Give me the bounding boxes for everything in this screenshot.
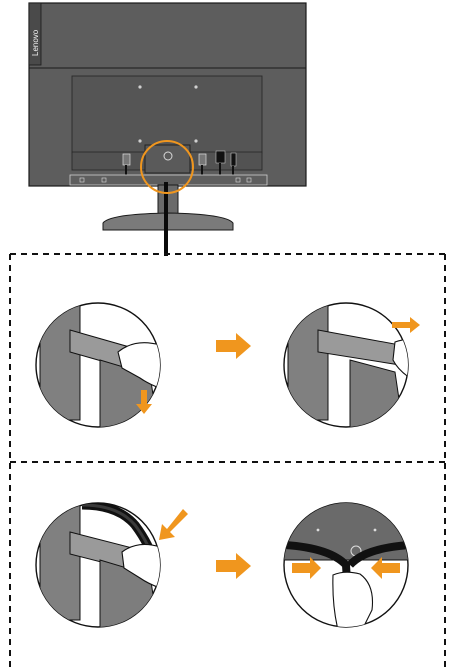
bundled-cables	[284, 541, 354, 627]
trim-mark	[79, 177, 85, 183]
step-2-detail-b	[283, 502, 409, 628]
vesa-screw	[138, 85, 142, 89]
monitor-back-view: Lenovo	[28, 2, 307, 256]
orange-arrow-down-icon	[136, 390, 152, 414]
port	[198, 153, 207, 166]
highlight-circle	[140, 140, 194, 194]
vesa-screw	[316, 528, 320, 532]
bottom-trim	[69, 174, 268, 186]
stand-plate	[144, 144, 191, 174]
bundled-cables	[347, 541, 408, 568]
step-1-detail-a	[35, 302, 161, 428]
orange-arrow-right-icon	[216, 553, 251, 579]
brand-strip	[28, 2, 42, 66]
orange-arrow-right-icon	[392, 317, 420, 333]
hand	[121, 543, 160, 591]
trim-mark	[101, 177, 107, 183]
trim-mark	[235, 177, 241, 183]
hand	[332, 571, 374, 627]
port	[215, 150, 226, 164]
port	[230, 152, 237, 167]
orange-arrow-left-icon	[371, 557, 400, 579]
vesa-screw	[138, 139, 142, 143]
vesa-screw	[194, 85, 198, 89]
brand-logo-text: Lenovo	[31, 29, 40, 56]
monitor-edge	[39, 303, 81, 421]
orange-arrow-right-icon	[216, 333, 251, 359]
step-1-detail-b	[283, 302, 420, 428]
port	[122, 153, 131, 166]
hand	[117, 342, 160, 391]
vesa-screw	[194, 139, 198, 143]
steps-frame	[9, 253, 446, 669]
orange-arrow-right-icon	[292, 557, 321, 579]
trim-mark	[246, 177, 252, 183]
stand-hole	[163, 151, 173, 161]
monitor-back	[284, 503, 408, 561]
monitor-edge	[287, 303, 329, 421]
vesa-screw	[373, 528, 377, 532]
step-2-detail-a	[35, 502, 188, 628]
orange-arrow-down-left-icon	[159, 509, 188, 540]
